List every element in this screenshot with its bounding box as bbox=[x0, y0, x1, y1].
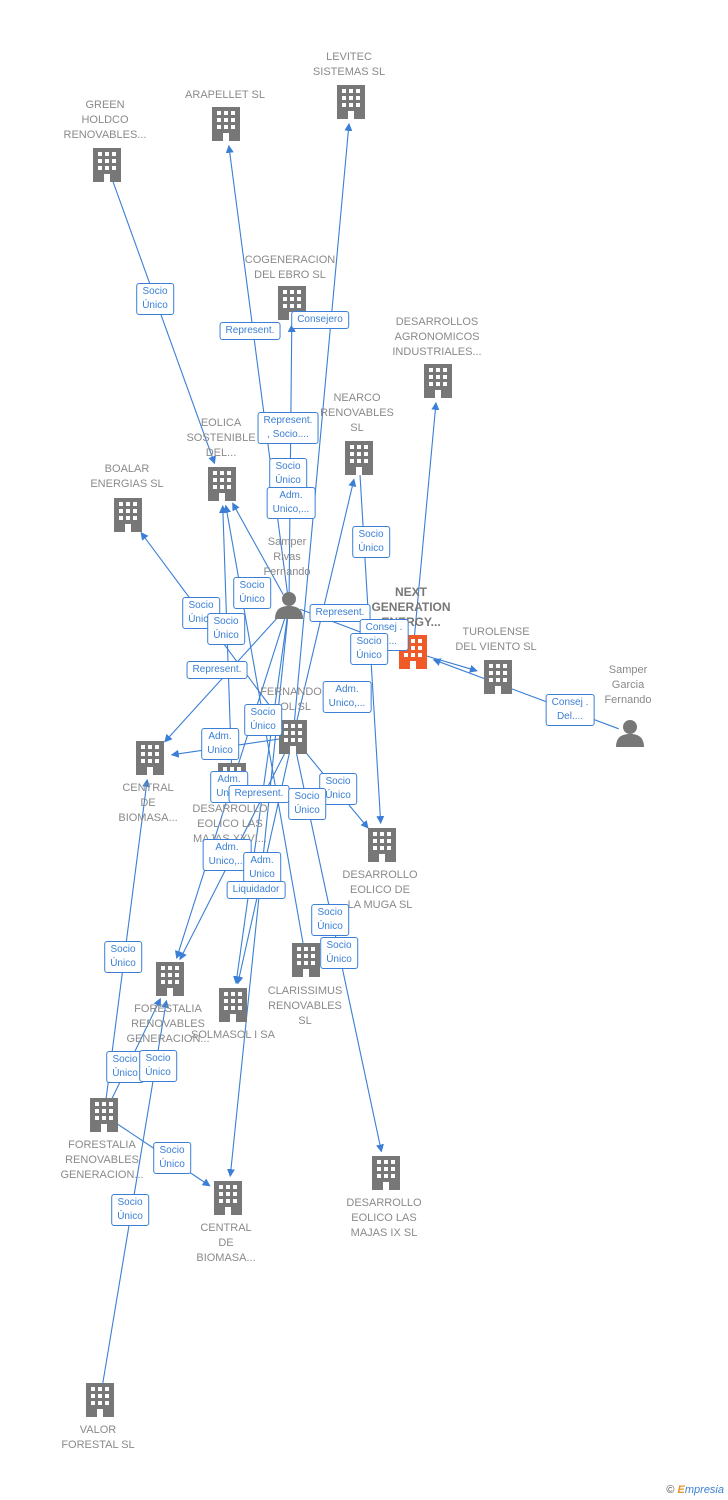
building-icon-central2[interactable] bbox=[214, 1181, 242, 1215]
building-icon-eolica[interactable] bbox=[208, 467, 236, 501]
person-icon-samper_rivas[interactable] bbox=[275, 592, 303, 619]
building-icon-fernando[interactable] bbox=[279, 720, 307, 754]
edge-label-27[interactable]: Socio Único bbox=[104, 941, 142, 973]
edge-label-3[interactable]: Represent. , Socio.... bbox=[257, 412, 319, 444]
edge-label-17[interactable]: Adm. Unico bbox=[201, 728, 239, 760]
edge-next-to-desagron bbox=[413, 401, 440, 641]
edge-green-to-eolica bbox=[110, 176, 216, 465]
copyright-symbol: © bbox=[666, 1484, 675, 1496]
edge-label-13[interactable]: Represent. bbox=[186, 661, 248, 679]
building-icon-arapellet[interactable] bbox=[212, 107, 240, 141]
edge-samper_rivas-to-eolica bbox=[232, 502, 284, 595]
edge-label-6[interactable]: Socio Único bbox=[233, 577, 271, 609]
edge-label-24[interactable]: Liquidador bbox=[226, 881, 286, 899]
building-icon-desagron[interactable] bbox=[424, 364, 452, 398]
edge-label-15[interactable]: Consej . Del.... bbox=[545, 694, 595, 726]
edge-label-21[interactable]: Socio Único bbox=[288, 788, 326, 820]
edge-label-25[interactable]: Socio Único bbox=[311, 904, 349, 936]
building-icon-forestalia1[interactable] bbox=[156, 962, 184, 996]
building-icon-central1[interactable] bbox=[136, 741, 164, 775]
edge-label-10[interactable]: Represent. bbox=[309, 604, 371, 622]
building-icon-green[interactable] bbox=[93, 148, 121, 182]
edge-fernando-to-levitec bbox=[293, 122, 353, 726]
edge-label-19[interactable]: Represent. bbox=[228, 785, 290, 803]
edge-label-28[interactable]: Socio Único bbox=[106, 1051, 144, 1083]
building-icon-levitec[interactable] bbox=[337, 85, 365, 119]
edge-label-29[interactable]: Socio Único bbox=[139, 1050, 177, 1082]
edge-label-14[interactable]: Adm. Unico,... bbox=[322, 681, 372, 713]
edge-fernando-to-nearco bbox=[295, 478, 357, 726]
building-icon-solmasol[interactable] bbox=[219, 988, 247, 1022]
edge-label-30[interactable]: Socio Único bbox=[153, 1142, 191, 1174]
person-icon-samper_garcia[interactable] bbox=[616, 720, 644, 747]
edge-label-0[interactable]: Socio Único bbox=[136, 283, 174, 315]
building-icon-nearco[interactable] bbox=[345, 441, 373, 475]
building-icon-turolense[interactable] bbox=[484, 660, 512, 694]
edge-label-31[interactable]: Socio Único bbox=[111, 1194, 149, 1226]
building-icon-forestalia2[interactable] bbox=[90, 1098, 118, 1132]
edge-label-2[interactable]: Consejero bbox=[291, 311, 349, 329]
node-label-solmasol[interactable]: SOLMASOL I SA bbox=[191, 1029, 275, 1041]
edge-label-5[interactable]: Adm. Unico,... bbox=[266, 487, 316, 519]
building-icon-valor[interactable] bbox=[86, 1383, 114, 1417]
empresia-logo-initial: E bbox=[677, 1484, 685, 1496]
edge-samper_rivas-to-arapellet bbox=[225, 144, 288, 594]
edge-label-9[interactable]: Socio Único bbox=[352, 526, 390, 558]
edge-next-to-turolense bbox=[424, 654, 478, 673]
building-icon-clarissimus[interactable] bbox=[292, 943, 320, 977]
edge-label-16[interactable]: Socio Único bbox=[244, 704, 282, 736]
edge-label-26[interactable]: Socio Único bbox=[320, 937, 358, 969]
building-icon-muga[interactable] bbox=[368, 828, 396, 862]
edge-label-8[interactable]: Socio Único bbox=[207, 613, 245, 645]
node-label-arapellet[interactable]: ARAPELLET SL bbox=[185, 89, 265, 101]
empresia-credit[interactable]: ©Empresia bbox=[666, 1484, 724, 1496]
edge-label-23[interactable]: Adm. Unico bbox=[243, 852, 281, 884]
empresia-logo-text: mpresia bbox=[684, 1484, 724, 1496]
building-icon-majasix[interactable] bbox=[372, 1156, 400, 1190]
edge-label-4[interactable]: Socio Único bbox=[269, 458, 307, 490]
edge-label-1[interactable]: Represent. bbox=[219, 322, 281, 340]
edge-label-12[interactable]: Socio Único bbox=[350, 633, 388, 665]
building-icon-boalar[interactable] bbox=[114, 498, 142, 532]
